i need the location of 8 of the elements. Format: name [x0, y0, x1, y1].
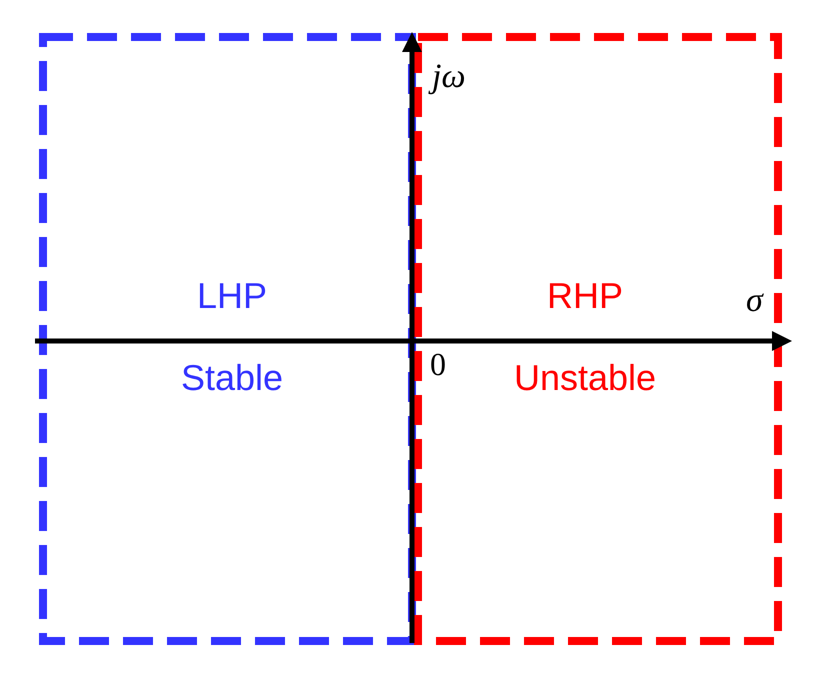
region-label: Stable: [180, 360, 284, 396]
region-label: RHP: [547, 278, 623, 314]
dashed-region: [39, 33, 416, 645]
region-label: Unstable: [514, 360, 656, 396]
dashed-region: [414, 33, 782, 645]
axis-label: σ: [746, 284, 763, 318]
region-label: LHP: [196, 278, 268, 314]
origin-label: 0: [430, 348, 446, 380]
